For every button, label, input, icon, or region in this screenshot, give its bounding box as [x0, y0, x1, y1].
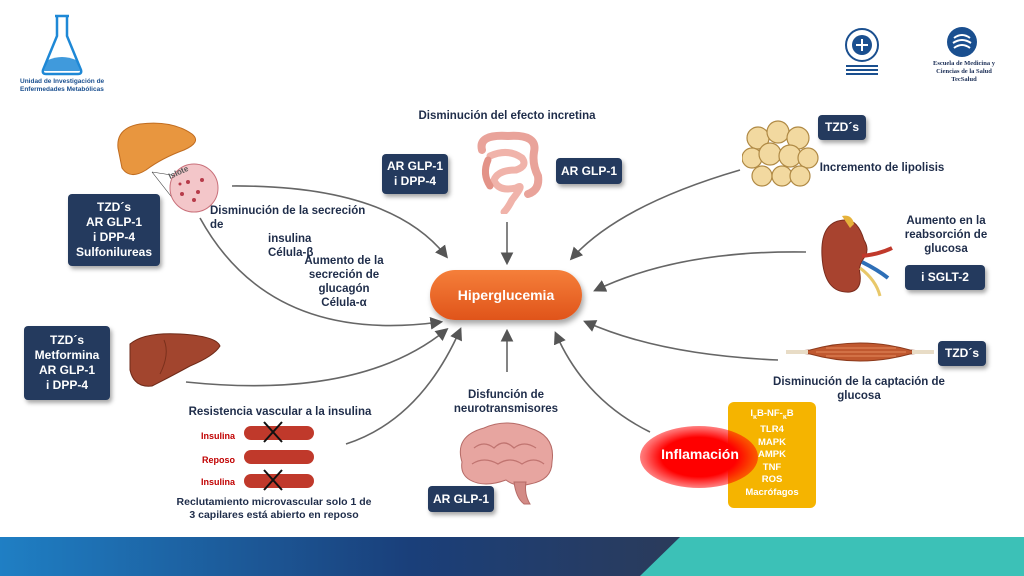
- drug-item: i DPP-4: [45, 378, 88, 392]
- inflammation-markers-box: IκB-NF-κB TLR4 MAPK AMPK TNF ROS Macrófa…: [728, 402, 816, 508]
- inflammation-label: Inflamación: [661, 446, 739, 462]
- liver-icon: [124, 330, 224, 390]
- drug-item: TZD´s: [945, 346, 979, 360]
- vessel-label-rest: Reposo: [202, 455, 236, 465]
- vascular-resistance-title: Resistencia vascular a la insulina: [188, 406, 372, 418]
- drug-item: TZD´s: [97, 200, 131, 214]
- neurotransmitter-dysfunction-label: Disfunción de neurotransmisores: [453, 389, 559, 415]
- footer-accent: [640, 537, 1024, 576]
- glucose-uptake-decrease-label: Disminución de la captación de glucosa: [773, 376, 945, 402]
- drug-item: TZD´s: [50, 333, 84, 347]
- insulin-secretion-decrease-label: Disminución de la secreción de insulina …: [210, 205, 366, 259]
- drug-item: AR GLP-1: [38, 363, 95, 377]
- marker-item: TNF: [762, 461, 782, 473]
- drug-item: AR GLP-1: [560, 163, 617, 178]
- inflammation-glow: [640, 426, 758, 488]
- muscle-drug-box: TZD´s: [938, 341, 986, 366]
- school-logo-icon: [946, 26, 978, 58]
- marker-ikb-nfkb: IκB-NF-κB: [750, 408, 794, 421]
- drug-item: AR GLP-1: [432, 491, 489, 506]
- vessel-label-insulin-top: Insulina: [201, 431, 236, 441]
- incretin-drug-right-box: AR GLP-1: [556, 158, 622, 184]
- flask-logo-icon: [40, 14, 84, 76]
- brain-drug-box: AR GLP-1: [428, 486, 494, 512]
- school-name: Escuela de Medicina y Ciencias de la Sal…: [933, 60, 995, 83]
- drug-item: i SGLT-2: [921, 270, 969, 284]
- drug-item: i DPP-4: [92, 230, 135, 244]
- microvascular-recruitment-caption: Reclutamiento microvascular solo 1 de 3 …: [176, 496, 372, 521]
- marker-item: ROS: [761, 474, 783, 486]
- intestine-icon: [468, 130, 548, 216]
- lipolysis-increase-label: Incremento de lipolisis: [819, 162, 945, 174]
- marker-item: AMPK: [758, 449, 786, 461]
- marker-item: Macrófagos: [745, 486, 799, 498]
- capillaries-icon: [240, 420, 316, 492]
- drug-item: AR GLP-1: [386, 159, 443, 173]
- adipose-tissue-icon: [741, 120, 820, 188]
- institution-name: Unidad de Investigación de Enfermedades …: [20, 78, 105, 93]
- brain-icon: [454, 418, 558, 508]
- marker-item: TLR4: [760, 424, 784, 436]
- drug-item: TZD´s: [825, 120, 859, 134]
- drug-item: Metformina: [34, 348, 100, 362]
- pancreas-drugs-box: TZD´s AR GLP-1 i DPP-4 Sulfonilureas: [68, 194, 160, 266]
- incretin-drugs-left-box: AR GLP-1 i DPP-4: [382, 154, 448, 194]
- hyperglycemia-node: Hiperglucemia: [430, 270, 582, 320]
- incretin-effect-title: Disminución del efecto incretina: [418, 110, 596, 122]
- liver-drugs-box: TZD´s Metformina AR GLP-1 i DPP-4: [24, 326, 110, 400]
- glucagon-secretion-increase-label: Aumento de la secreción de glucagón Célu…: [304, 255, 384, 309]
- kidney-icon: [816, 214, 896, 298]
- marker-item: MAPK: [758, 436, 786, 448]
- institute-seal-icon: [842, 27, 882, 77]
- kidney-drug-box: i SGLT-2: [905, 265, 985, 290]
- glucose-reabsorption-label: Aumento en la reabsorción de glucosa: [904, 215, 988, 255]
- vessel-label-insulin-bottom: Insulina: [201, 477, 236, 487]
- drug-item: AR GLP-1: [85, 215, 142, 229]
- pancreas-icon: [112, 118, 222, 214]
- muscle-icon: [786, 334, 934, 370]
- drug-item: Sulfonilureas: [75, 245, 152, 259]
- fat-drug-box: TZD´s: [818, 115, 866, 140]
- drug-item: i DPP-4: [393, 174, 436, 188]
